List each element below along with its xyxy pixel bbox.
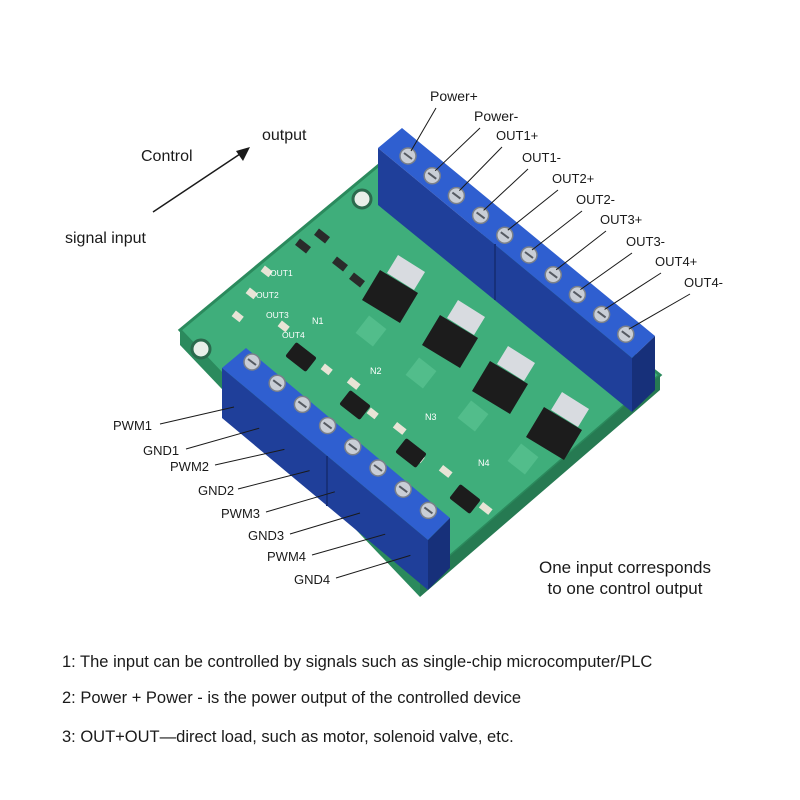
- screw-slot: [323, 421, 333, 430]
- screw-slot: [423, 506, 433, 515]
- screw-slot: [403, 152, 413, 160]
- led-label: OUT4: [282, 330, 305, 340]
- leader-line: [434, 127, 481, 172]
- caption-line-1: One input corresponds: [539, 558, 711, 577]
- led-label: OUT3: [266, 310, 289, 320]
- output-label-power-plus: Power+: [430, 88, 478, 104]
- output-label-out1-plus: OUT1+: [496, 128, 538, 143]
- input-label-gnd3: GND3: [248, 528, 284, 543]
- flow-label-signal-input: signal input: [65, 230, 147, 247]
- leader-line: [483, 168, 529, 211]
- channel-label: N2: [370, 366, 382, 376]
- output-terminal-block: [378, 128, 655, 412]
- flow-label-control: Control: [141, 148, 193, 165]
- leader-line: [237, 470, 310, 490]
- optocoupler: [396, 438, 426, 468]
- flow-arrow: [152, 153, 241, 213]
- silkscreen-led-labels: OUT1 OUT2 OUT3 OUT4: [256, 268, 305, 340]
- mosfet: [526, 392, 589, 460]
- mosfets: [362, 255, 589, 460]
- output-label-out2-plus: OUT2+: [552, 171, 594, 186]
- leader-line: [311, 533, 386, 556]
- note-3: 3: OUT+OUT—direct load, such as motor, s…: [62, 728, 514, 746]
- channel-label: N1: [312, 316, 324, 326]
- leader-line: [335, 554, 411, 579]
- mosfet: [472, 346, 535, 414]
- leader-line: [289, 512, 361, 535]
- output-label-out4-plus: OUT4+: [655, 254, 697, 269]
- mosfet: [362, 255, 425, 323]
- output-label-out2-minus: OUT2-: [576, 192, 615, 207]
- screw-slot: [348, 442, 358, 451]
- input-label-pwm4: PWM4: [267, 549, 306, 564]
- screw-slot: [572, 290, 583, 299]
- input-terminal-labels: PWM1 GND1 PWM2 GND2 PWM3 GND3 PWM4 GND4: [113, 418, 330, 587]
- screw-slot: [427, 172, 437, 180]
- screw-slot: [398, 485, 408, 494]
- leader-line: [555, 230, 607, 271]
- input-label-gnd4: GND4: [294, 572, 330, 587]
- leader-line: [185, 427, 260, 450]
- leader-line: [265, 491, 335, 513]
- leader-line: [580, 252, 633, 291]
- screw-slot: [373, 464, 383, 472]
- leader-line: [604, 272, 662, 310]
- optocoupler: [286, 342, 316, 372]
- output-terminal-screws: [399, 147, 635, 343]
- mounting-hole: [351, 188, 373, 210]
- screw-slot: [548, 270, 558, 279]
- output-label-power-minus: Power-: [474, 108, 519, 124]
- note-2: 2: Power + Power - is the power output o…: [62, 689, 522, 707]
- leader-line: [628, 293, 691, 330]
- output-leader-lines: [410, 107, 691, 330]
- screw-slot: [451, 191, 461, 200]
- control-flow-annotation: Control output signal input: [65, 127, 307, 247]
- screw-slot: [500, 231, 510, 239]
- note-1: 1: The input can be controlled by signal…: [62, 653, 653, 671]
- screw-slot: [297, 400, 307, 409]
- output-label-out3-minus: OUT3-: [626, 234, 665, 249]
- input-label-pwm2: PWM2: [170, 459, 209, 474]
- input-label-pwm3: PWM3: [221, 506, 260, 521]
- screw-slot: [621, 330, 631, 339]
- screw-slot: [476, 211, 486, 220]
- screw-slot: [272, 379, 282, 388]
- via-pads: [355, 315, 539, 475]
- optocouplers: [286, 342, 480, 514]
- input-terminal-block: [222, 348, 450, 590]
- mosfet: [422, 300, 485, 368]
- screw-slot: [524, 251, 534, 259]
- channel-label: N4: [478, 458, 490, 468]
- output-label-out1-minus: OUT1-: [522, 150, 561, 165]
- mounting-hole: [190, 338, 212, 360]
- leader-line: [410, 107, 437, 152]
- input-label-gnd1: GND1: [143, 443, 179, 458]
- leader-line: [159, 406, 235, 425]
- caption-line-2: to one control output: [547, 579, 703, 598]
- screw-slot: [247, 358, 257, 366]
- input-terminal-screws: [243, 353, 438, 520]
- output-terminal-labels: Power+ Power- OUT1+ OUT1- OUT2+ OUT2- OU…: [430, 88, 723, 290]
- flow-label-output: output: [262, 127, 307, 144]
- input-leader-lines: [159, 406, 411, 579]
- output-label-out4-minus: OUT4-: [684, 275, 723, 290]
- optocoupler: [450, 484, 480, 514]
- leader-line: [531, 210, 583, 251]
- leader-line: [214, 448, 285, 466]
- channel-label: N3: [425, 412, 437, 422]
- screw-slot: [596, 310, 607, 319]
- arrow-head-icon: [236, 147, 250, 161]
- output-label-out3-plus: OUT3+: [600, 212, 642, 227]
- silkscreen-channel-labels: N1 N2 N3 N4: [312, 316, 490, 468]
- optocoupler: [340, 390, 370, 420]
- led-label: OUT2: [256, 290, 279, 300]
- caption: One input corresponds to one control out…: [520, 557, 730, 599]
- led-label: OUT1: [270, 268, 293, 278]
- leader-line: [507, 189, 559, 231]
- input-label-pwm1: PWM1: [113, 418, 152, 433]
- input-label-gnd2: GND2: [198, 483, 234, 498]
- leader-line: [459, 146, 503, 191]
- smd-components: [231, 228, 493, 515]
